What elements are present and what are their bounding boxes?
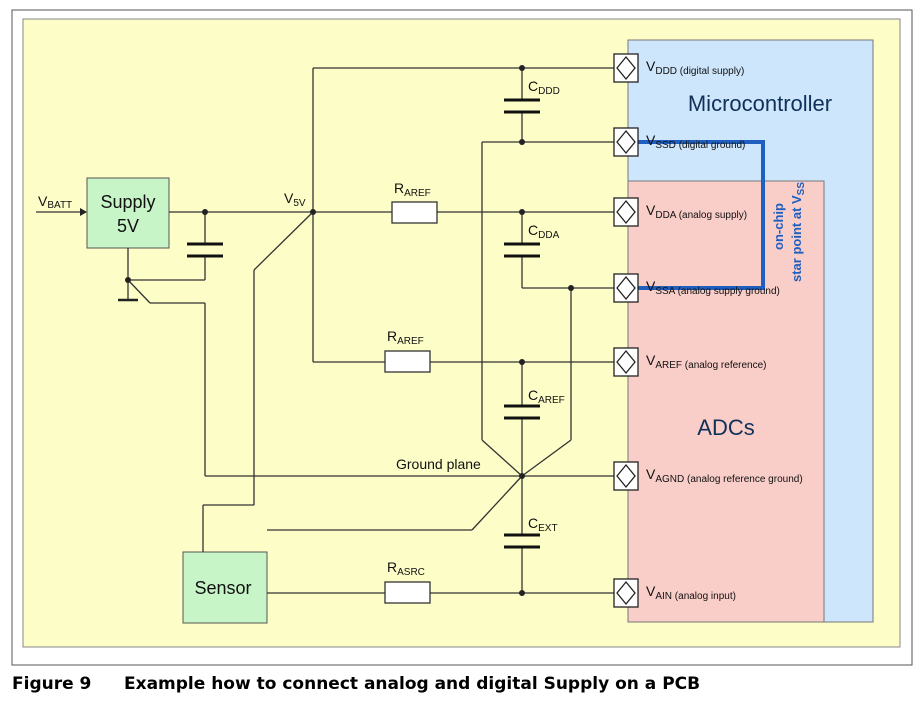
pin-label: VDDD (digital supply) [646,58,744,77]
vbatt-input: VBATT [36,193,87,216]
cdda-label: CDDA [528,222,560,241]
pin-pad-icon [616,129,636,155]
pin-list: VDDD (digital supply) VSSD (digital groun… [613,53,803,608]
pin-pad-icon [616,463,636,489]
figure-border [11,9,913,666]
star-point-connection [638,140,765,290]
star-point-label-2: star point at VSS [789,182,807,282]
capacitor-cdda [504,242,540,258]
pin-pad-icon [616,55,636,81]
pin-aref: VAREF (analog reference) [613,347,767,377]
supply-label-line1: Supply [100,192,155,212]
pin-ain: VAIN (analog input) [613,578,736,608]
resistor-raref-bottom [384,350,431,373]
sensor-block [182,551,268,624]
pin-pad-icon [616,275,636,301]
pin-agnd: VAGND (analog reference ground) [613,461,803,491]
figure-caption: Figure 9 Example how to connect analog an… [12,674,700,694]
pin-ssd: VSSD (digital ground) [613,127,745,157]
capacitor-caref [504,404,540,420]
capacitor-cext [504,533,540,549]
pin-pad-icon [616,199,636,225]
supply-label-line2: 5V [117,216,139,236]
supply-block [86,177,170,249]
pin-ssa: VSSA (analog supply ground) [613,273,780,303]
pin-dda: VDDA (analog supply) [613,197,747,227]
pin-pad-icon [616,580,636,606]
pin-label: VDDA (analog supply) [646,202,747,221]
star-point-label: on-chip [771,203,786,250]
adcs-block [627,180,825,623]
pin-label: VAREF (analog reference) [646,352,767,371]
vbatt-sub: BATT [47,200,72,211]
pin-label: VAGND (analog reference ground) [646,466,803,485]
resistor-rasrc [384,581,431,604]
junction-dots [125,65,574,596]
capacitor-cddd [504,98,540,114]
sensor-label: Sensor [194,578,251,598]
capacitor-supply [187,242,223,258]
pin-label: VSSA (analog supply ground) [646,278,780,297]
v5v-label: V5V [284,190,306,209]
figure-number: Figure 9 [12,674,92,694]
vbatt-label: V [38,193,48,209]
svg-text:star point at VSS: star point at VSS [789,182,807,282]
svg-text:VBATT: VBATT [38,193,72,211]
caref-label: CAREF [528,387,565,406]
cext-label: CEXT [528,515,558,534]
cddd-label: CDDD [528,78,560,97]
microcontroller-label: Microcontroller [688,91,832,116]
pin-pad-icon [616,349,636,375]
pin-label: VSSD (digital ground) [646,132,745,151]
ground-plane-label: Ground plane [396,456,481,472]
pin-label: VAIN (analog input) [646,583,736,602]
rasrc-label: RASRC [387,559,425,578]
adcs-label: ADCs [697,415,754,440]
pin-ddd: VDDD (digital supply) [613,53,744,83]
raref-top-label: RAREF [394,180,431,199]
svg-text:on-chip: on-chip [771,203,786,250]
raref-bottom-label: RAREF [387,328,424,347]
figure-caption-text: Example how to connect analog and digita… [124,674,701,694]
resistor-raref-top [391,201,438,224]
